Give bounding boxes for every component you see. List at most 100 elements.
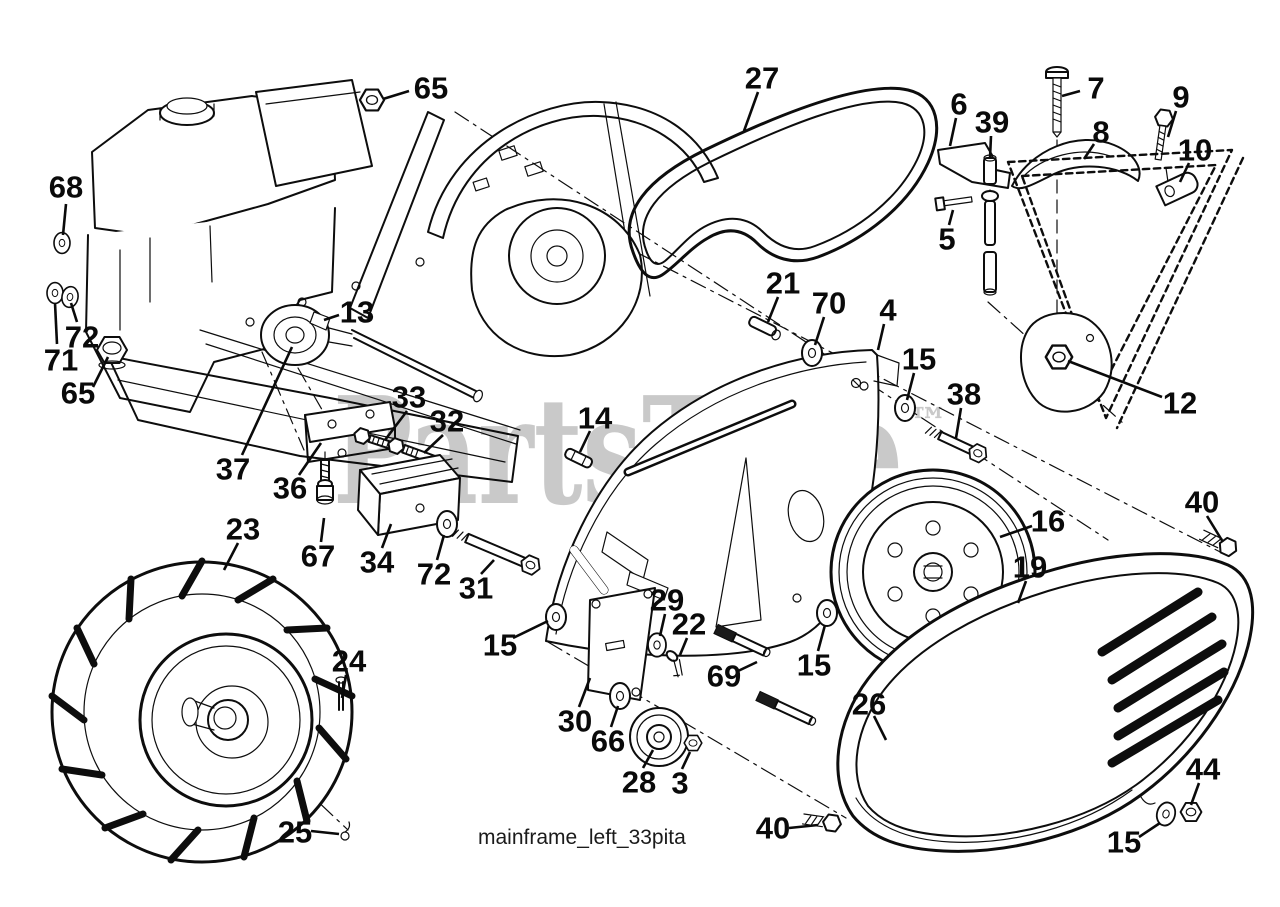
callout-66[interactable]: 66 bbox=[591, 705, 625, 759]
callout-32[interactable]: 32 bbox=[423, 404, 464, 454]
callout-label[interactable]: 14 bbox=[578, 401, 613, 436]
callout-40[interactable]: 40 bbox=[1185, 485, 1225, 543]
callout-10[interactable]: 10 bbox=[1178, 133, 1212, 183]
callout-37[interactable]: 37 bbox=[216, 346, 294, 487]
callout-34[interactable]: 34 bbox=[360, 523, 395, 580]
callout-label[interactable]: 36 bbox=[273, 471, 307, 506]
callout-13[interactable]: 13 bbox=[323, 295, 374, 330]
callout-label[interactable]: 24 bbox=[332, 644, 367, 679]
callout-44[interactable]: 44 bbox=[1186, 752, 1221, 806]
callout-label[interactable]: 21 bbox=[766, 266, 800, 301]
callout-label[interactable]: 5 bbox=[938, 222, 955, 257]
callout-label[interactable]: 31 bbox=[459, 571, 493, 606]
callout-label[interactable]: 15 bbox=[1107, 825, 1141, 860]
callout-15[interactable]: 15 bbox=[1107, 821, 1161, 860]
callout-9[interactable]: 9 bbox=[1166, 80, 1190, 138]
callout-label[interactable]: 32 bbox=[430, 404, 464, 439]
callout-label[interactable]: 13 bbox=[340, 295, 374, 330]
callout-72[interactable]: 72 bbox=[417, 534, 451, 592]
callout-label[interactable]: 9 bbox=[1172, 80, 1189, 115]
callout-label[interactable]: 6 bbox=[950, 87, 967, 122]
callout-69[interactable]: 69 bbox=[707, 659, 758, 694]
callout-23[interactable]: 23 bbox=[222, 512, 260, 571]
callout-label[interactable]: 72 bbox=[65, 320, 99, 355]
callout-67[interactable]: 67 bbox=[301, 517, 335, 574]
callout-label[interactable]: 26 bbox=[852, 687, 886, 722]
callout-label[interactable]: 22 bbox=[672, 607, 706, 642]
callout-15[interactable]: 15 bbox=[483, 619, 549, 663]
callout-label[interactable]: 34 bbox=[360, 545, 395, 580]
callout-label[interactable]: 40 bbox=[756, 811, 790, 846]
callout-label[interactable]: 25 bbox=[278, 815, 312, 850]
callout-16[interactable]: 16 bbox=[999, 504, 1065, 539]
callout-70[interactable]: 70 bbox=[812, 286, 846, 346]
callout-label[interactable]: 27 bbox=[745, 61, 779, 96]
callout-26[interactable]: 26 bbox=[852, 687, 888, 741]
callout-label[interactable]: 15 bbox=[483, 628, 517, 663]
callout-leader-line bbox=[340, 674, 348, 699]
callout-label[interactable]: 66 bbox=[591, 724, 625, 759]
callout-label[interactable]: 15 bbox=[797, 648, 831, 683]
callout-22[interactable]: 22 bbox=[672, 607, 706, 656]
callout-label[interactable]: 69 bbox=[707, 659, 741, 694]
callout-label[interactable]: 71 bbox=[44, 343, 78, 378]
callout-label[interactable]: 65 bbox=[61, 376, 95, 411]
screw-40-top bbox=[1199, 529, 1238, 558]
callout-25[interactable]: 25 bbox=[278, 815, 340, 850]
callout-19[interactable]: 19 bbox=[1013, 550, 1047, 604]
callout-7[interactable]: 7 bbox=[1061, 71, 1105, 106]
callout-label[interactable]: 40 bbox=[1185, 485, 1219, 520]
callout-label[interactable]: 68 bbox=[49, 170, 83, 205]
callout-72[interactable]: 72 bbox=[65, 302, 99, 355]
callout-label[interactable]: 12 bbox=[1163, 386, 1197, 421]
callout-label[interactable]: 8 bbox=[1092, 115, 1109, 150]
callout-6[interactable]: 6 bbox=[948, 87, 968, 147]
callout-39[interactable]: 39 bbox=[975, 105, 1009, 159]
callout-label[interactable]: 30 bbox=[558, 704, 592, 739]
callout-28[interactable]: 28 bbox=[622, 749, 656, 800]
callout-38[interactable]: 38 bbox=[947, 377, 981, 439]
callout-65[interactable]: 65 bbox=[382, 71, 448, 106]
callout-label[interactable]: 19 bbox=[1013, 550, 1047, 585]
callout-label[interactable]: 33 bbox=[392, 380, 426, 415]
callout-29[interactable]: 29 bbox=[650, 583, 684, 637]
callout-label[interactable]: 65 bbox=[414, 71, 448, 106]
callout-label[interactable]: 4 bbox=[879, 293, 897, 328]
callout-8[interactable]: 8 bbox=[1082, 115, 1110, 160]
callout-30[interactable]: 30 bbox=[558, 677, 592, 739]
callout-label[interactable]: 28 bbox=[622, 765, 656, 800]
callout-14[interactable]: 14 bbox=[578, 401, 613, 453]
callout-label[interactable]: 10 bbox=[1178, 133, 1212, 168]
callout-3[interactable]: 3 bbox=[671, 751, 692, 801]
callout-label[interactable]: 3 bbox=[671, 766, 688, 801]
callout-12[interactable]: 12 bbox=[1067, 359, 1197, 421]
callout-71[interactable]: 71 bbox=[44, 302, 78, 378]
callout-label[interactable]: 39 bbox=[975, 105, 1009, 140]
callout-label[interactable]: 67 bbox=[301, 539, 335, 574]
callout-5[interactable]: 5 bbox=[938, 209, 956, 257]
callout-40[interactable]: 40 bbox=[756, 811, 819, 846]
callout-15[interactable]: 15 bbox=[797, 624, 831, 683]
callout-label[interactable]: 37 bbox=[216, 452, 250, 487]
callout-68[interactable]: 68 bbox=[49, 170, 83, 236]
callout-leader-line bbox=[512, 619, 549, 640]
callout-label[interactable]: 15 bbox=[902, 342, 936, 377]
callout-36[interactable]: 36 bbox=[273, 442, 323, 506]
callout-4[interactable]: 4 bbox=[876, 293, 897, 351]
callout-label[interactable]: 7 bbox=[1087, 71, 1104, 106]
callout-65[interactable]: 65 bbox=[61, 356, 110, 411]
callout-label[interactable]: 44 bbox=[1186, 752, 1221, 787]
callout-21[interactable]: 21 bbox=[766, 266, 800, 323]
callout-label[interactable]: 16 bbox=[1031, 504, 1065, 539]
callout-24[interactable]: 24 bbox=[332, 644, 367, 699]
callout-label[interactable]: 23 bbox=[226, 512, 260, 547]
callout-label[interactable]: 38 bbox=[947, 377, 981, 412]
callout-33[interactable]: 33 bbox=[383, 380, 426, 441]
callout-15[interactable]: 15 bbox=[902, 342, 936, 401]
callout-label[interactable]: 72 bbox=[417, 557, 451, 592]
callout-27[interactable]: 27 bbox=[742, 61, 779, 132]
callout-label[interactable]: 29 bbox=[650, 583, 684, 618]
callout-label[interactable]: 70 bbox=[812, 286, 846, 321]
callout-31[interactable]: 31 bbox=[459, 559, 495, 606]
